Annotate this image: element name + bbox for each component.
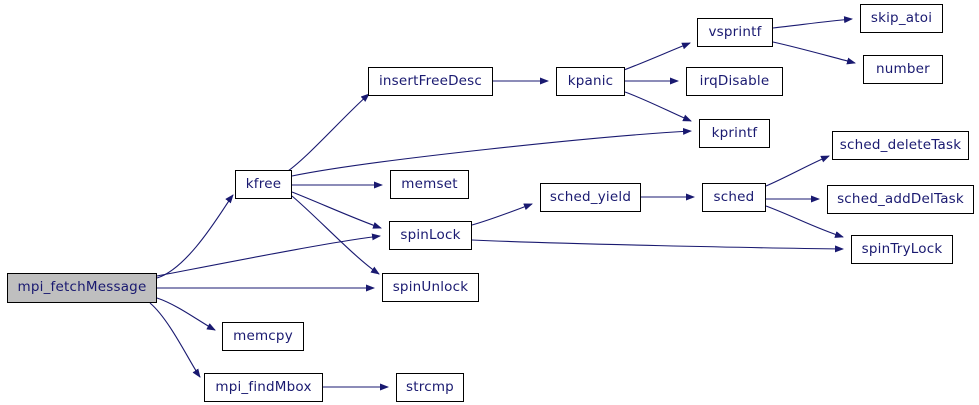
graph-node-mpi_fetchMessage[interactable]: mpi_fetchMessage bbox=[7, 273, 157, 303]
graph-node-label: sched_deleteTask bbox=[839, 136, 962, 153]
graph-node-label: kfree bbox=[245, 175, 282, 192]
graph-node-kfree[interactable]: kfree bbox=[235, 170, 292, 199]
graph-node-label: mpi_findMbox bbox=[215, 378, 312, 395]
graph-node-label: insertFreeDesc bbox=[378, 72, 483, 89]
graph-edge-kpanic-to-kprintf bbox=[624, 91, 692, 122]
graph-node-sched[interactable]: sched bbox=[702, 183, 766, 212]
graph-node-label: memset bbox=[401, 175, 458, 192]
graph-edge-sched-to-sched_deleteTask bbox=[765, 155, 830, 187]
graph-node-label: memcpy bbox=[233, 327, 293, 344]
graph-edge-spinLock-to-spinTryLock bbox=[471, 239, 844, 253]
graph-node-label: irqDisable bbox=[699, 72, 770, 89]
graph-edge-spinLock-to-sched_yield bbox=[471, 203, 533, 226]
graph-node-label: spinUnlock bbox=[392, 278, 469, 295]
graph-node-memcpy[interactable]: memcpy bbox=[222, 322, 304, 351]
graph-node-memset[interactable]: memset bbox=[390, 170, 469, 199]
graph-edge-vsprintf-to-skip_atoi bbox=[772, 16, 853, 29]
graph-edge-mpi_fetchMessage-to-kfree bbox=[156, 194, 234, 279]
graph-node-label: spinLock bbox=[400, 226, 461, 243]
graph-node-label: skip_atoi bbox=[870, 9, 933, 26]
graph-node-label: sched bbox=[713, 188, 755, 205]
graph-edge-kfree-to-insertFreeDesc bbox=[287, 93, 370, 172]
graph-node-label: mpi_fetchMessage bbox=[17, 279, 147, 296]
graph-edge-vsprintf-to-number bbox=[772, 41, 856, 65]
graph-node-insertFreeDesc[interactable]: insertFreeDesc bbox=[368, 67, 493, 96]
graph-node-sched_deleteTask[interactable]: sched_deleteTask bbox=[832, 131, 969, 160]
graph-node-sched_yield[interactable]: sched_yield bbox=[540, 183, 641, 212]
graph-edge-mpi_fetchMessage-to-memcpy bbox=[156, 297, 216, 331]
graph-node-label: kpanic bbox=[567, 72, 614, 89]
graph-edge-kfree-to-spinUnlock bbox=[291, 195, 380, 275]
graph-node-kprintf[interactable]: kprintf bbox=[699, 119, 770, 148]
graph-node-skip_atoi[interactable]: skip_atoi bbox=[860, 4, 943, 33]
graph-edge-kpanic-to-vsprintf bbox=[623, 42, 691, 71]
graph-edge-kfree-to-kprintf bbox=[291, 127, 692, 177]
graph-node-irqDisable[interactable]: irqDisable bbox=[686, 67, 783, 96]
graph-node-spinLock[interactable]: spinLock bbox=[389, 221, 472, 250]
graph-node-sched_addDelTask[interactable]: sched_addDelTask bbox=[827, 185, 974, 214]
graph-edge-kfree-to-spinLock bbox=[291, 191, 382, 229]
graph-edge-mpi_fetchMessage-to-spinLock bbox=[156, 233, 381, 277]
graph-node-label: sched_yield bbox=[549, 188, 632, 205]
graph-node-number[interactable]: number bbox=[863, 55, 943, 84]
graph-node-label: spinTryLock bbox=[861, 240, 943, 257]
graph-node-label: vsprintf bbox=[708, 23, 762, 40]
graph-edge-mpi_fetchMessage-to-mpi_findMbox bbox=[149, 302, 201, 378]
graph-node-vsprintf[interactable]: vsprintf bbox=[697, 18, 773, 47]
graph-node-label: strcmp bbox=[406, 378, 454, 395]
graph-node-label: number bbox=[876, 60, 930, 77]
graph-node-label: kprintf bbox=[711, 124, 758, 141]
graph-node-kpanic[interactable]: kpanic bbox=[556, 67, 625, 96]
graph-node-strcmp[interactable]: strcmp bbox=[396, 373, 464, 402]
graph-node-label: sched_addDelTask bbox=[837, 190, 964, 207]
graph-node-mpi_findMbox[interactable]: mpi_findMbox bbox=[204, 373, 323, 402]
graph-node-spinUnlock[interactable]: spinUnlock bbox=[382, 273, 479, 302]
graph-node-spinTryLock[interactable]: spinTryLock bbox=[851, 235, 953, 264]
